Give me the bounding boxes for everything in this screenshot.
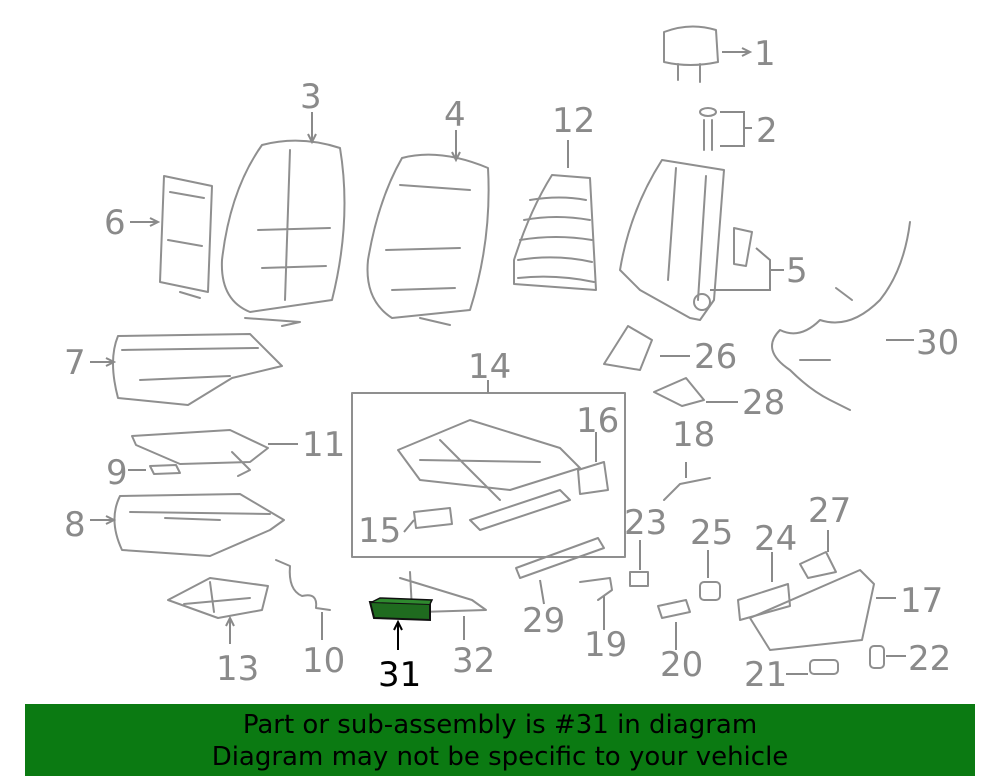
callout-11: 11 (302, 425, 345, 465)
callout-17: 17 (900, 581, 943, 621)
part-10-harness[interactable] (275, 559, 331, 611)
callout-21: 21 (744, 655, 787, 695)
callout-30: 30 (916, 323, 959, 363)
callout-5: 5 (786, 251, 808, 291)
part-11-heater[interactable] (131, 429, 269, 477)
part-21-cap[interactable] (809, 659, 839, 675)
leader-lines (90, 47, 914, 675)
callout-6: 6 (104, 203, 126, 243)
part-23-clip[interactable] (629, 571, 649, 587)
callout-20: 20 (660, 645, 703, 685)
callout-18: 18 (672, 415, 715, 455)
part-5-back-frame[interactable] (619, 159, 753, 321)
banner-line-2: Diagram may not be specific to your vehi… (211, 742, 789, 772)
banner-line-1: Part or sub-assembly is #31 in diagram (242, 710, 758, 740)
callout-31: 31 (378, 655, 421, 695)
callout-3: 3 (300, 77, 322, 117)
callout-24: 24 (754, 519, 797, 559)
callout-8: 8 (64, 505, 86, 545)
callout-28: 28 (742, 383, 785, 423)
callout-12: 12 (552, 101, 595, 141)
part-29-cover[interactable] (515, 537, 605, 579)
callout-13: 13 (216, 649, 259, 689)
part-13-pan[interactable] (167, 577, 269, 619)
parts-diagram: 1 2 3 4 5 6 7 8 9 10 11 12 13 14 15 16 1… (64, 25, 959, 695)
part-17-shield[interactable] (749, 569, 875, 651)
callout-10: 10 (302, 641, 345, 681)
callout-14: 14 (468, 347, 511, 387)
callout-4: 4 (444, 95, 466, 135)
part-8-cushion-pad[interactable] (113, 493, 285, 557)
part-19-harness[interactable] (579, 577, 613, 601)
callout-16: 16 (576, 401, 619, 441)
part-24-switch[interactable] (737, 583, 791, 621)
part-2-guides[interactable] (699, 107, 717, 151)
part-31-module[interactable] (368, 597, 434, 622)
part-1-headrest[interactable] (663, 25, 719, 83)
callout-22: 22 (908, 639, 951, 679)
part-26-bracket[interactable] (603, 325, 653, 371)
callout-23: 23 (624, 503, 667, 543)
callout-26: 26 (694, 337, 737, 377)
callout-2: 2 (756, 111, 778, 151)
part-30-harness[interactable] (771, 221, 911, 411)
callout-25: 25 (690, 513, 733, 553)
info-banner: Part or sub-assembly is #31 in diagram D… (25, 704, 975, 776)
part-22-cap[interactable] (869, 645, 885, 669)
callout-19: 19 (584, 625, 627, 665)
callout-32: 32 (452, 641, 495, 681)
part-18-cable[interactable] (663, 477, 711, 501)
callout-1: 1 (754, 34, 776, 74)
part-6-back-panel[interactable] (159, 175, 213, 299)
callout-9: 9 (106, 453, 128, 493)
part-27-bracket[interactable] (799, 551, 837, 579)
part-3-back-cover[interactable] (220, 139, 346, 327)
part-7-cushion-cover[interactable] (112, 333, 283, 406)
part-14-track-box[interactable] (351, 392, 626, 558)
part-4-back-pad[interactable] (366, 153, 490, 326)
callout-labels: 1 2 3 4 5 6 7 8 9 10 11 12 13 14 15 16 1… (64, 34, 959, 695)
callout-29: 29 (522, 601, 565, 641)
callout-7: 7 (64, 343, 86, 383)
part-12-spring-mat[interactable] (513, 174, 597, 291)
callout-27: 27 (808, 491, 851, 531)
callout-15: 15 (358, 511, 401, 551)
part-20-clip[interactable] (657, 599, 691, 619)
part-25-knob[interactable] (699, 581, 721, 601)
part-28-bracket[interactable] (653, 377, 705, 407)
part-9-pad[interactable] (149, 464, 181, 475)
